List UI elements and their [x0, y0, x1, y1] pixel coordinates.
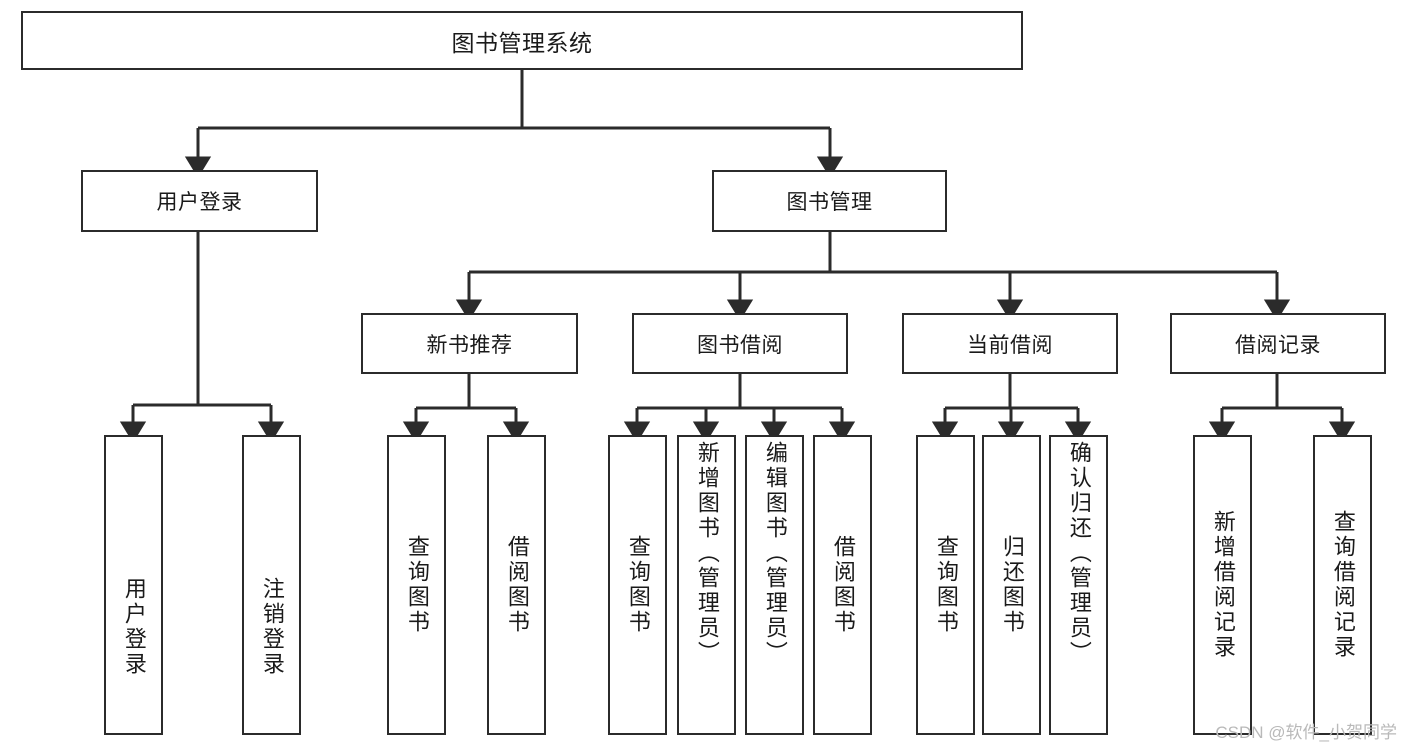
node-leaf-query-book-recommend-label: 查询图书 — [404, 535, 430, 635]
node-leaf-borrow-book-label: 借阅图书 — [830, 535, 856, 635]
node-leaf-confirm-return-admin[interactable]: 确认归还（管理员） — [1049, 435, 1108, 735]
node-leaf-query-book-borrow-label: 查询图书 — [625, 535, 651, 635]
node-new-book-recommend[interactable]: 新书推荐 — [361, 313, 578, 374]
node-leaf-user-login-label: 用户登录 — [121, 577, 147, 677]
node-book-management[interactable]: 图书管理 — [712, 170, 947, 232]
node-leaf-add-borrow-record[interactable]: 新增借阅记录 — [1193, 435, 1252, 735]
node-leaf-confirm-return-admin-label: 确认归还（管理员） — [1066, 441, 1092, 666]
node-leaf-query-book-recommend[interactable]: 查询图书 — [387, 435, 446, 735]
node-leaf-query-book-current[interactable]: 查询图书 — [916, 435, 975, 735]
node-leaf-add-borrow-record-label: 新增借阅记录 — [1210, 510, 1236, 660]
node-leaf-user-login[interactable]: 用户登录 — [104, 435, 163, 735]
node-leaf-logout[interactable]: 注销登录 — [242, 435, 301, 735]
node-root-system-label: 图书管理系统 — [451, 29, 593, 56]
node-leaf-edit-book-admin[interactable]: 编辑图书（管理员） — [745, 435, 804, 735]
node-leaf-borrow-book[interactable]: 借阅图书 — [813, 435, 872, 735]
node-borrow-record[interactable]: 借阅记录 — [1170, 313, 1386, 374]
node-current-borrow-label: 当前借阅 — [967, 333, 1053, 357]
node-leaf-add-book-admin[interactable]: 新增图书（管理员） — [677, 435, 736, 735]
node-book-borrow-label: 图书借阅 — [697, 333, 783, 357]
node-root-system[interactable]: 图书管理系统 — [21, 11, 1023, 70]
node-leaf-return-book-label: 归还图书 — [999, 535, 1025, 635]
node-book-management-label: 图书管理 — [786, 191, 873, 214]
csdn-watermark: CSDN @软件_小贺同学 — [1215, 723, 1397, 742]
node-leaf-borrow-book-recommend[interactable]: 借阅图书 — [487, 435, 546, 735]
node-leaf-logout-label: 注销登录 — [259, 577, 285, 677]
node-leaf-borrow-book-recommend-label: 借阅图书 — [504, 535, 530, 635]
node-book-borrow[interactable]: 图书借阅 — [632, 313, 848, 374]
node-user-login-label: 用户登录 — [156, 191, 243, 214]
node-new-book-recommend-label: 新书推荐 — [426, 333, 513, 357]
node-leaf-add-book-admin-label: 新增图书（管理员） — [694, 441, 720, 666]
node-leaf-return-book[interactable]: 归还图书 — [982, 435, 1041, 735]
node-leaf-edit-book-admin-label: 编辑图书（管理员） — [762, 441, 788, 666]
node-leaf-query-book-current-label: 查询图书 — [933, 535, 959, 635]
node-leaf-query-book-borrow[interactable]: 查询图书 — [608, 435, 667, 735]
node-leaf-query-borrow-record[interactable]: 查询借阅记录 — [1313, 435, 1372, 735]
node-leaf-query-borrow-record-label: 查询借阅记录 — [1330, 510, 1356, 660]
node-current-borrow[interactable]: 当前借阅 — [902, 313, 1118, 374]
node-user-login[interactable]: 用户登录 — [81, 170, 318, 232]
node-borrow-record-label: 借阅记录 — [1235, 333, 1321, 357]
